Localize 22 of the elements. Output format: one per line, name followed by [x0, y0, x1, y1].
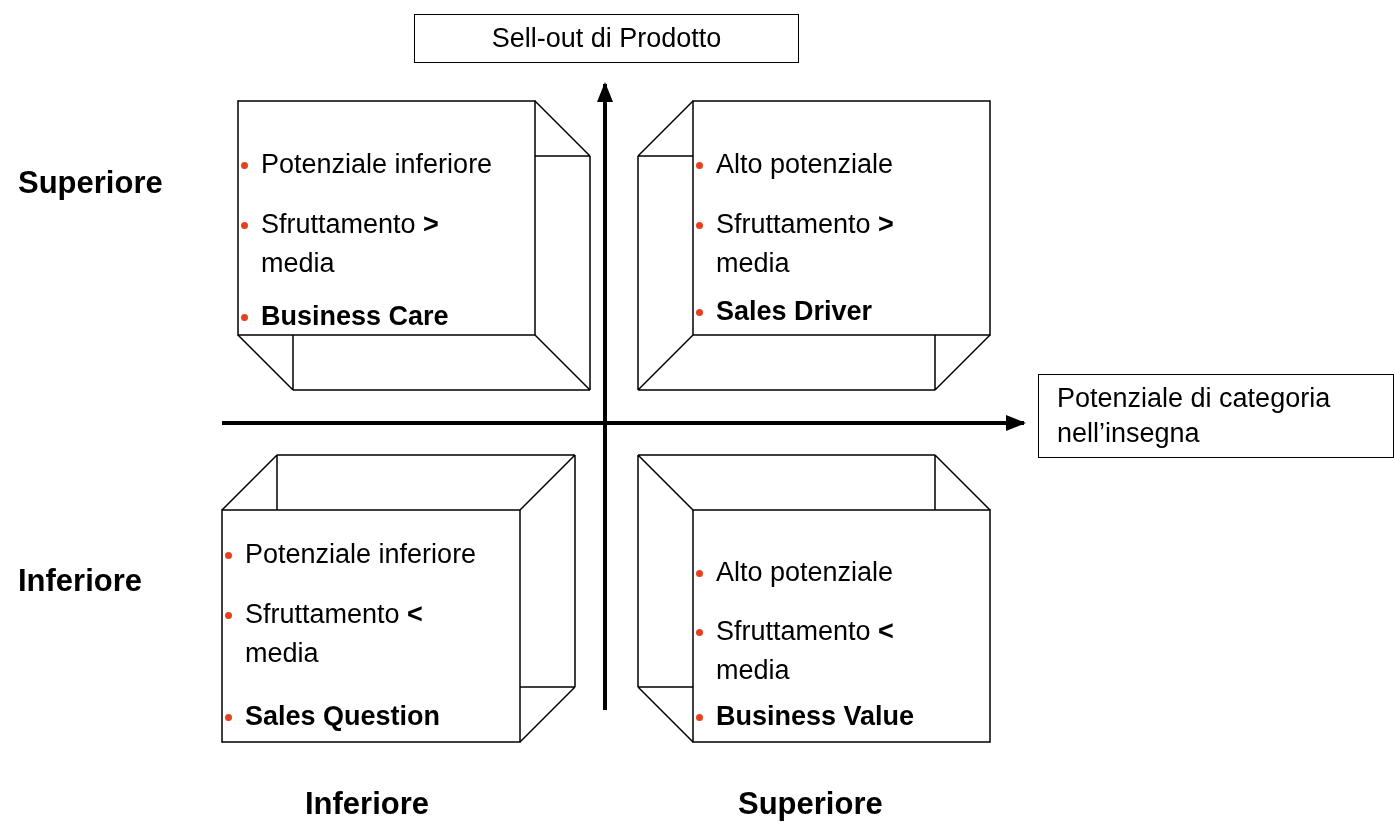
- axis-label-box: Sell-out di Prodotto: [414, 14, 799, 64]
- cube-box: [238, 101, 590, 390]
- bullet-text: Business Care: [261, 300, 449, 333]
- bullet-text: Sales Question: [245, 700, 441, 733]
- cube-box: [638, 455, 990, 742]
- bullet-text: Alto potenziale: [716, 556, 894, 589]
- bullet-text: Potenziale inferiore: [245, 538, 477, 571]
- bullet-text: Sfruttamento > media: [716, 208, 895, 281]
- axis-value-label: Inferiore: [305, 786, 430, 822]
- axis-value-label: Inferiore: [18, 563, 143, 599]
- bullet-text: Alto potenziale: [716, 148, 894, 181]
- axis-value-label: Superiore: [738, 786, 883, 822]
- bullet-text: Sfruttamento < media: [716, 615, 895, 688]
- axis-value-label: Superiore: [18, 165, 163, 201]
- bullet-text: Sales Driver: [716, 295, 873, 328]
- bullet-text: Sfruttamento < media: [245, 598, 424, 671]
- axis-label-box: Potenziale di categoria nell’insegna: [1038, 374, 1394, 459]
- bullet-text: Sfruttamento > media: [261, 208, 440, 281]
- cube-box: [638, 101, 990, 390]
- bullet-text: Potenziale inferiore: [261, 148, 493, 181]
- cube-box: [222, 455, 575, 742]
- bullet-text: Business Value: [716, 700, 915, 733]
